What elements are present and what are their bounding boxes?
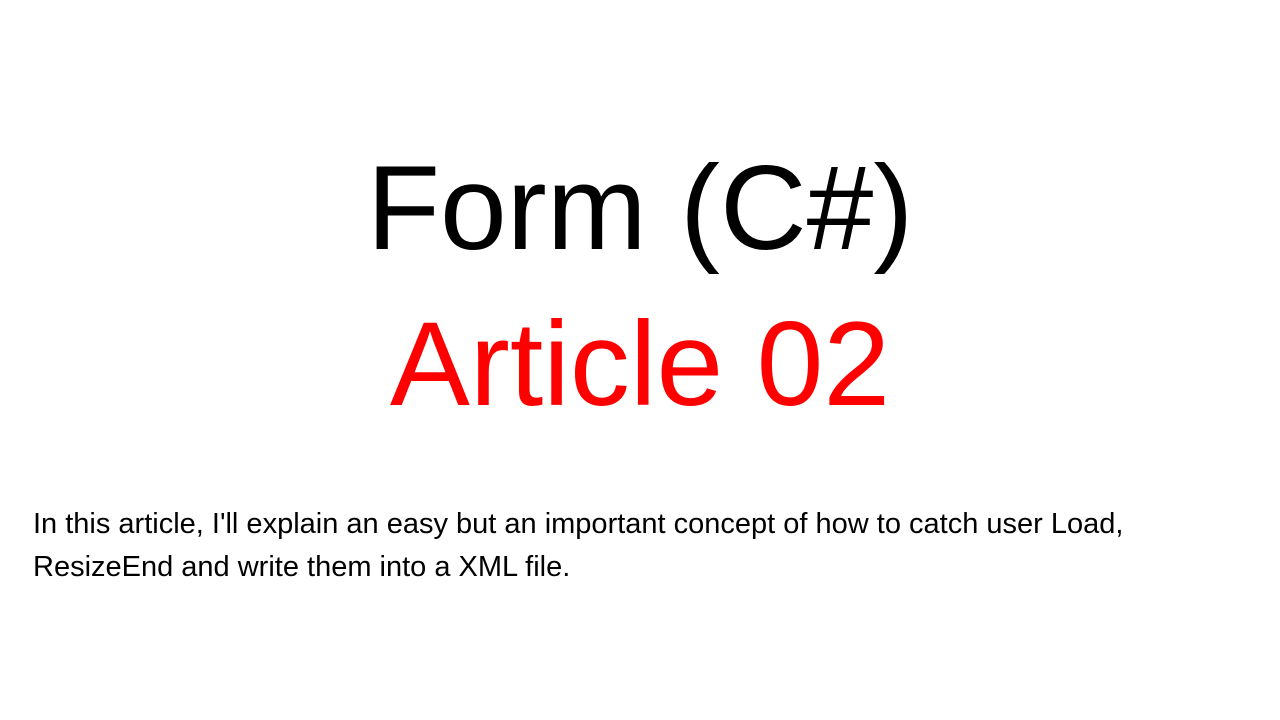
slide-title: Form (C#) — [366, 141, 914, 275]
slide-description: In this article, I'll explain an easy bu… — [33, 508, 1124, 583]
slide-subtitle: Article 02 — [389, 297, 891, 431]
title-block: Form (C#) Article 02 — [0, 130, 1280, 442]
